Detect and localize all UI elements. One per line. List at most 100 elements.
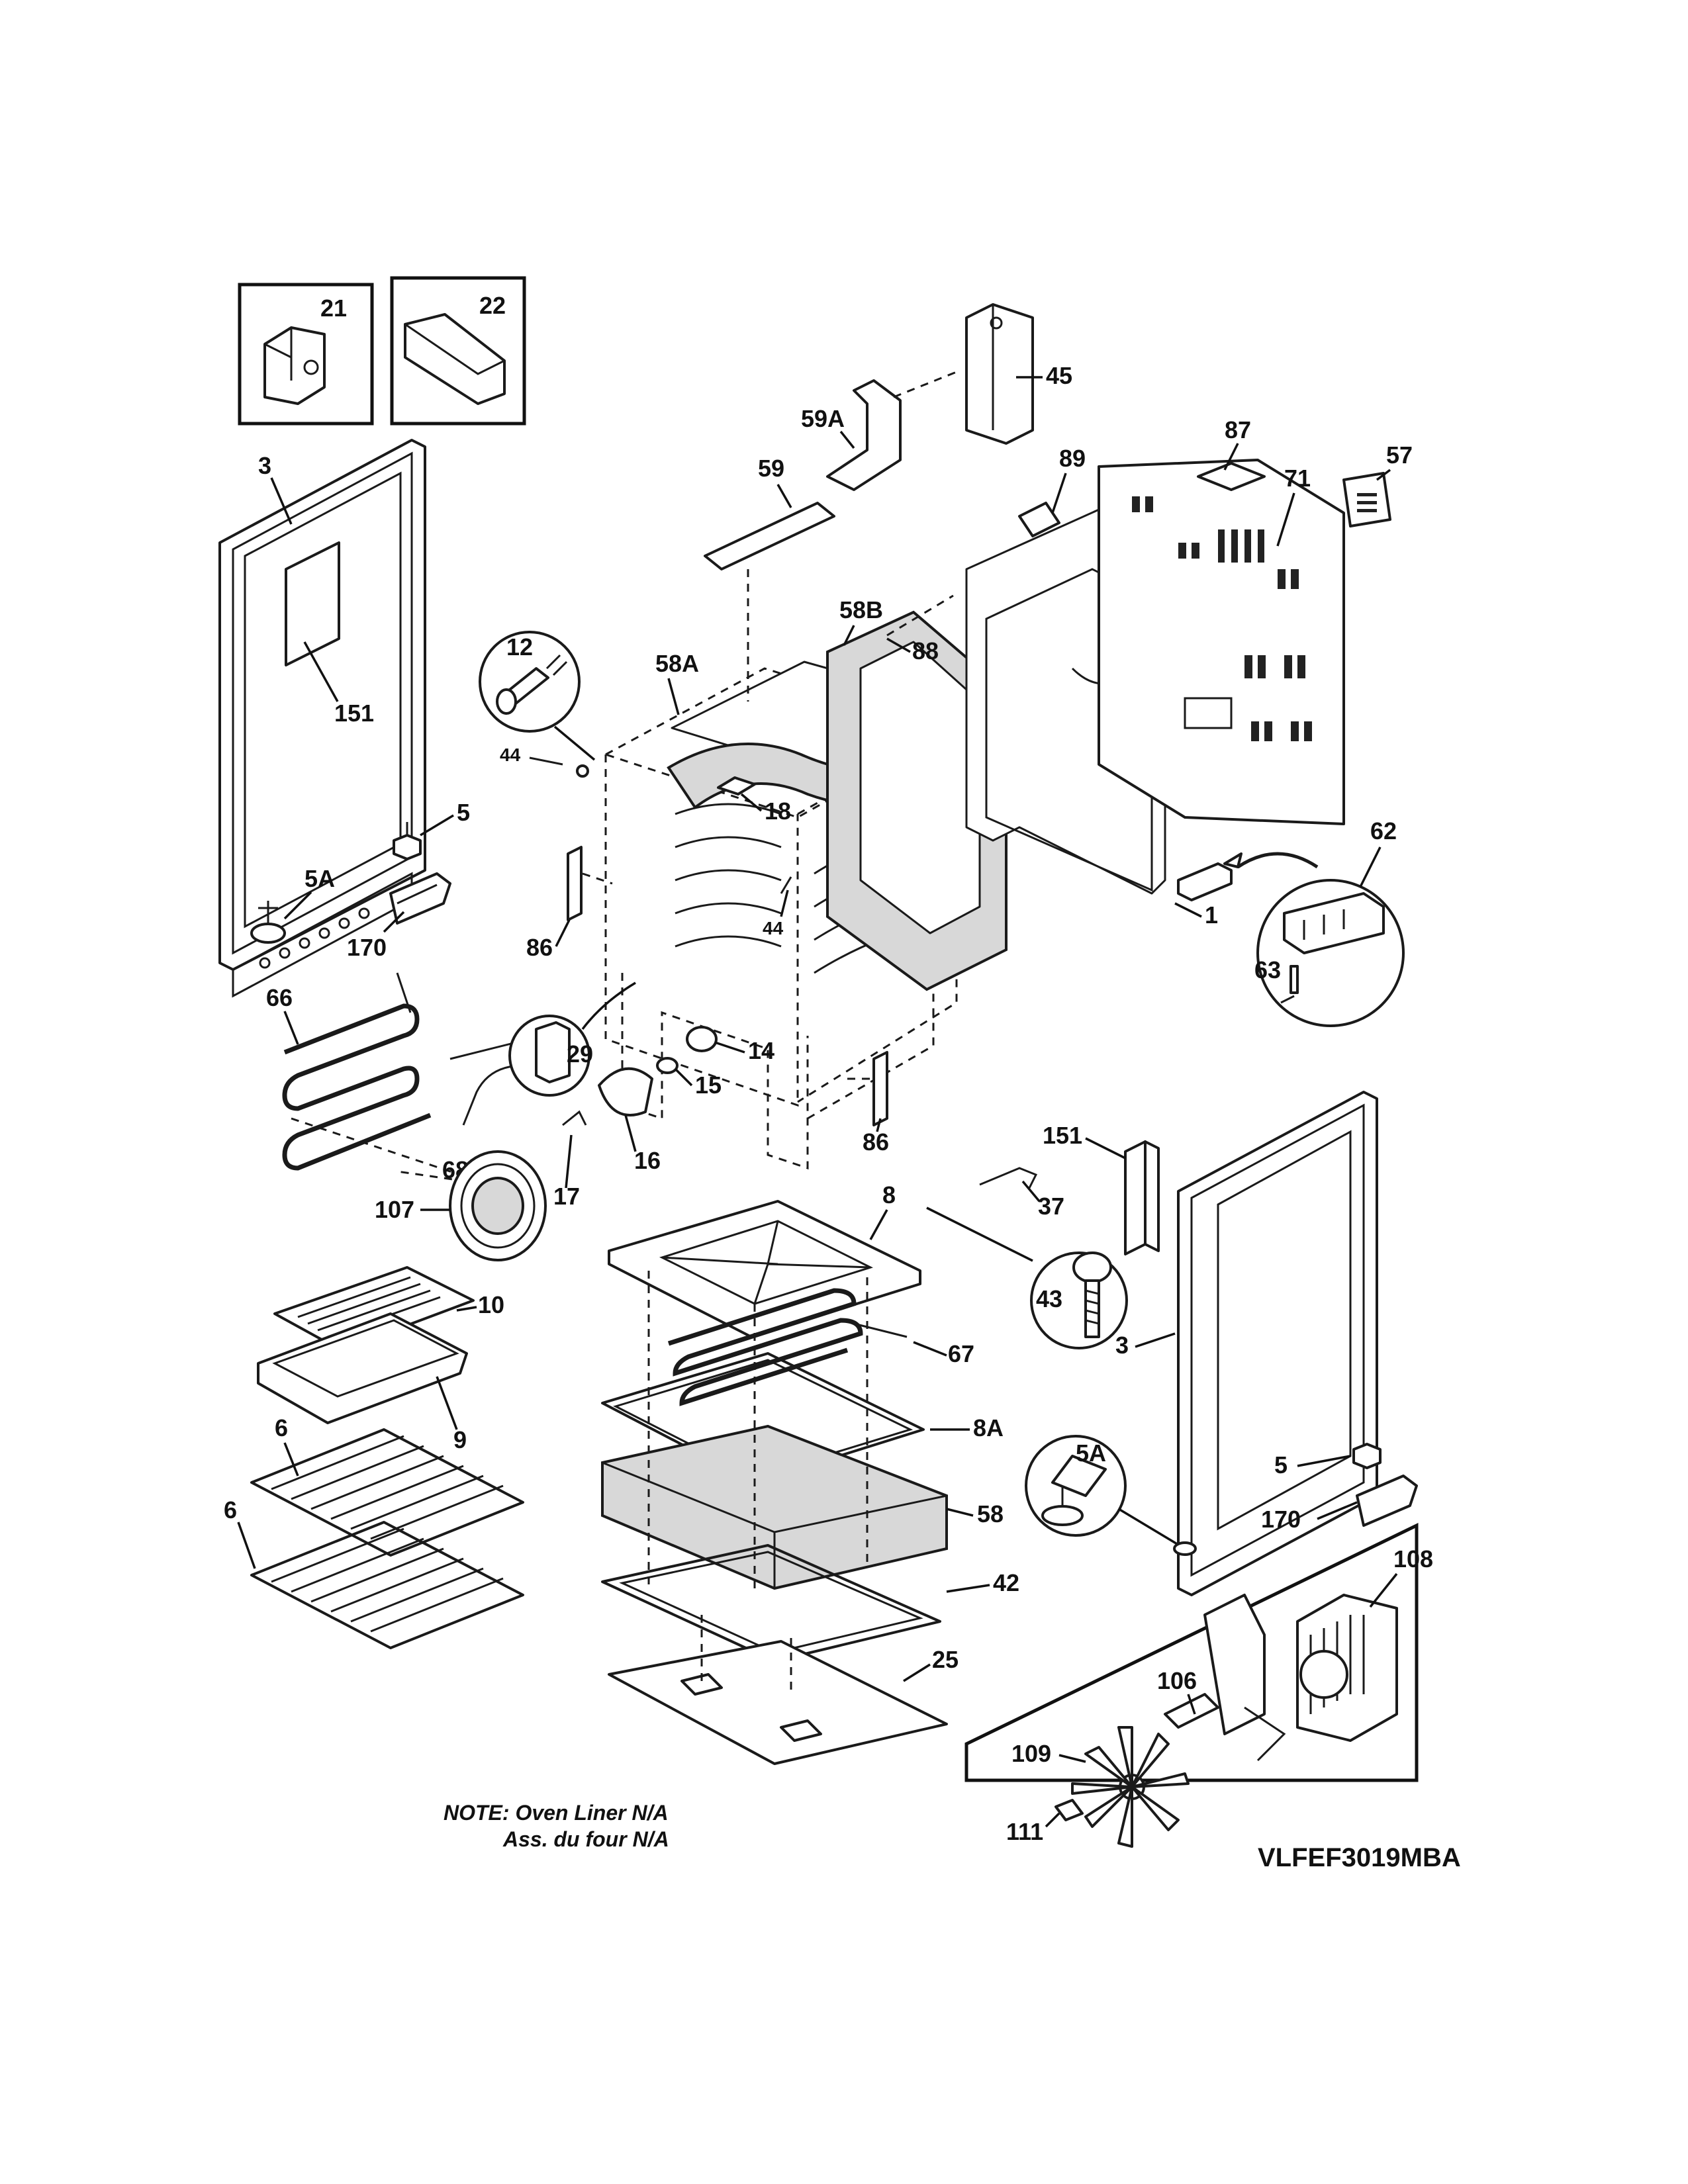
part-106-fan-bracket: 106 xyxy=(1157,1594,1286,1762)
part-151-hinge-bracket-right: 151 xyxy=(1043,1122,1160,1255)
part-label-109: 109 xyxy=(1011,1740,1051,1767)
part-37-wire-clip: 37 xyxy=(979,1167,1064,1220)
part-label-8: 8 xyxy=(882,1181,896,1208)
part-label-37: 37 xyxy=(1038,1193,1064,1220)
part-label-16: 16 xyxy=(634,1147,661,1174)
part-170-bracket-right: 170 xyxy=(1261,1475,1418,1533)
part-58B-front-insulation: 58B xyxy=(826,596,1008,991)
part-label-106: 106 xyxy=(1157,1667,1197,1694)
part-108-fan-motor: 108 xyxy=(1296,1545,1433,1742)
part-5A-leg-base-callout-right: 5A xyxy=(1025,1435,1197,1556)
part-16-light-lens: 16 xyxy=(598,1067,661,1174)
part-3-right-side-panel: 3 xyxy=(1115,1091,1378,1596)
note-line-2: Ass. du four N/A xyxy=(502,1827,669,1851)
part-67-bake-element: 67 xyxy=(667,1288,974,1406)
part-label-58A: 58A xyxy=(655,650,699,677)
part-label-21: 21 xyxy=(320,295,347,322)
part-label-59A: 59A xyxy=(801,405,845,432)
part-label-71: 71 xyxy=(1284,465,1311,492)
part-label-67: 67 xyxy=(948,1340,974,1367)
part-label-5A-right: 5A xyxy=(1076,1439,1106,1467)
part-43-screw-callout: 43 xyxy=(926,1206,1128,1349)
part-87-cover-plate: 87 xyxy=(1197,416,1266,491)
part-label-86-left: 86 xyxy=(526,934,553,961)
part-29-sensor-callout: 29 xyxy=(508,981,636,1097)
part-label-87: 87 xyxy=(1225,416,1251,443)
part-label-66: 66 xyxy=(266,984,293,1011)
part-label-63: 63 xyxy=(1254,956,1281,983)
part-label-86-right: 86 xyxy=(863,1128,889,1156)
part-14-light-receptacle: 14 xyxy=(686,1026,774,1064)
part-21-inset: 21 xyxy=(238,283,374,426)
part-label-5-left: 5 xyxy=(457,799,470,826)
part-17-clip: 17 xyxy=(553,1110,587,1210)
part-15-bulb: 15 xyxy=(656,1057,722,1099)
part-109-fan-blade: 109 xyxy=(1011,1726,1190,1848)
part-86-hinge-receptacle-left: 86 xyxy=(526,846,613,961)
part-6-oven-rack-lower: 6 xyxy=(224,1496,524,1649)
part-59-duct: 59 xyxy=(704,455,835,702)
part-label-1: 1 xyxy=(1205,901,1218,929)
part-label-62: 62 xyxy=(1370,817,1397,844)
part-label-14: 14 xyxy=(748,1037,774,1064)
part-10-broiler-grid: 10 xyxy=(273,1266,504,1351)
part-label-45: 45 xyxy=(1046,362,1072,389)
part-66-broil-element: 66 xyxy=(266,972,530,1171)
part-label-151-left: 151 xyxy=(334,700,374,727)
part-59A-duct-elbow: 59A xyxy=(801,379,902,491)
part-label-25: 25 xyxy=(932,1646,959,1673)
part-label-111: 111 xyxy=(1006,1818,1043,1845)
part-label-59: 59 xyxy=(758,455,784,482)
model-number: VLFEF3019MBA xyxy=(1258,1843,1461,1872)
assembly-guide-lines xyxy=(647,1271,868,1691)
part-label-3-right: 3 xyxy=(1115,1332,1129,1359)
part-5-leveling-leg-left: 5 xyxy=(393,799,470,860)
part-8-oven-bottom: 8 xyxy=(608,1181,921,1338)
part-label-57: 57 xyxy=(1386,441,1413,469)
part-label-58: 58 xyxy=(977,1500,1004,1527)
part-label-22: 22 xyxy=(479,292,506,319)
part-58-bottom-insulation: 58 xyxy=(601,1424,1004,1590)
part-111-fan-nut: 111 xyxy=(1006,1799,1084,1845)
part-label-18: 18 xyxy=(765,797,791,825)
convection-fan-inset xyxy=(964,1523,1419,1782)
part-label-108: 108 xyxy=(1393,1545,1433,1572)
part-label-6-upper: 6 xyxy=(275,1414,288,1441)
part-89-bracket: 89 xyxy=(1018,445,1086,537)
part-45-vent-box: 45 xyxy=(893,303,1072,445)
part-label-170-right: 170 xyxy=(1261,1506,1301,1533)
part-label-44-lower: 44 xyxy=(763,918,784,938)
part-42-bottom-panel: 42 xyxy=(601,1544,1019,1662)
note-line-1: NOTE: Oven Liner N/A xyxy=(444,1801,669,1825)
part-label-89: 89 xyxy=(1059,445,1086,472)
part-18-clip: 18 xyxy=(717,776,791,825)
part-71-back-panel: 71 xyxy=(1098,459,1345,825)
part-label-3-left: 3 xyxy=(258,452,271,479)
part-25-bottom-cover: 25 xyxy=(608,1640,959,1765)
part-label-42: 42 xyxy=(993,1569,1019,1596)
part-label-6-lower: 6 xyxy=(224,1496,237,1524)
part-22-inset: 22 xyxy=(390,276,526,426)
part-label-9: 9 xyxy=(453,1426,467,1453)
part-label-15: 15 xyxy=(695,1071,722,1099)
part-170-bracket-left: 170 xyxy=(347,872,451,961)
part-label-88: 88 xyxy=(912,637,939,664)
part-12-lamp-socket-callout: 12 44 xyxy=(479,631,596,778)
part-107-fan-cover: 107 xyxy=(375,1150,547,1261)
part-label-5-right: 5 xyxy=(1274,1451,1288,1479)
part-label-43: 43 xyxy=(1036,1285,1062,1312)
part-label-29: 29 xyxy=(567,1040,593,1068)
part-label-10: 10 xyxy=(478,1291,504,1318)
part-label-107: 107 xyxy=(375,1196,414,1223)
part-57-plate: 57 xyxy=(1342,441,1413,527)
part-label-170-left: 170 xyxy=(347,934,387,961)
part-6-oven-rack-upper: 6 xyxy=(250,1414,524,1557)
part-label-44-upper: 44 xyxy=(500,745,521,765)
part-86-hinge-receptacle-right: 86 xyxy=(847,1051,889,1156)
part-88-gasket: 88 xyxy=(886,594,954,664)
part-44-screw-lower: 44 xyxy=(763,876,792,938)
part-5-leveling-leg-right: 5 xyxy=(1274,1443,1382,1479)
part-label-151-right: 151 xyxy=(1043,1122,1082,1149)
part-63-screw: 63 xyxy=(1254,956,1299,1004)
